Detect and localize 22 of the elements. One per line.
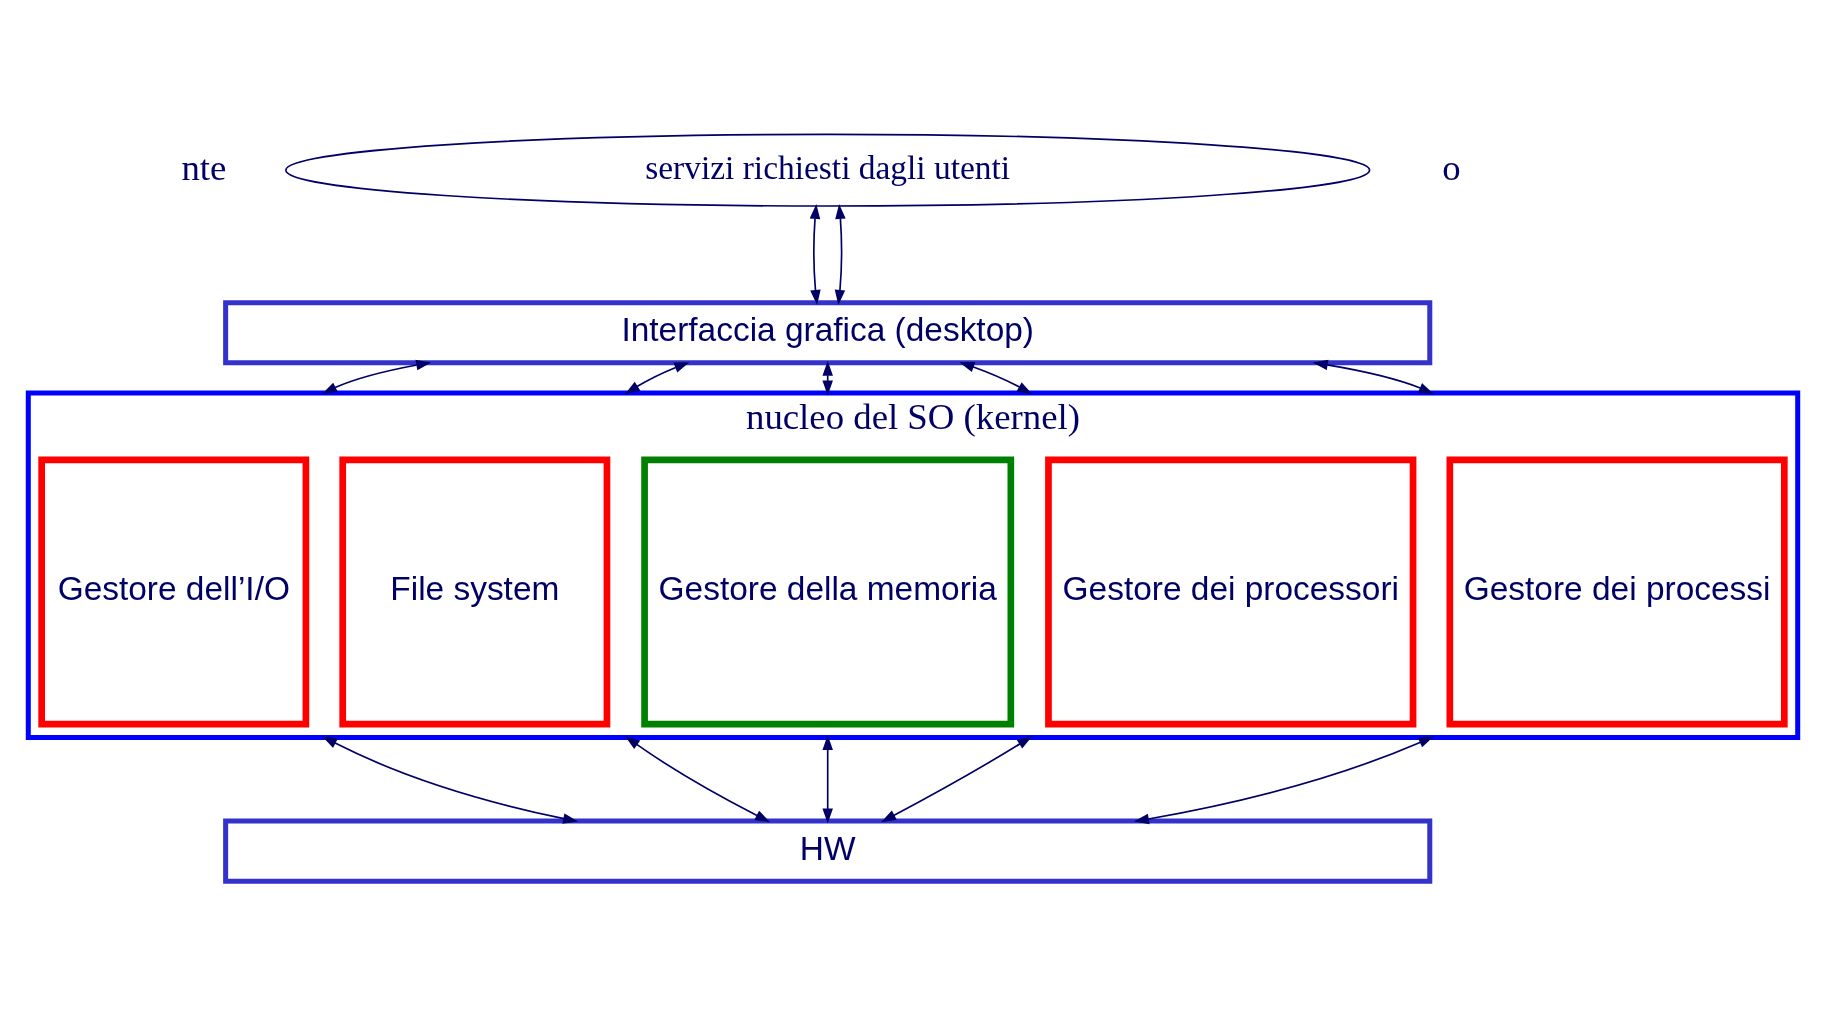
label: o bbox=[1442, 146, 1461, 188]
node-box: Gestore dei processi bbox=[1446, 456, 1788, 728]
arrow bbox=[322, 359, 432, 395]
arrow bbox=[624, 362, 690, 395]
arrow bbox=[881, 736, 1033, 823]
arrow bbox=[822, 360, 833, 396]
node-box: HW bbox=[223, 818, 1433, 884]
node-ellipse: servizi richiesti dagli utenti bbox=[285, 133, 1371, 207]
node-box: Gestore dell’I/O bbox=[38, 456, 310, 728]
arrow bbox=[1133, 736, 1434, 825]
node-box: File system bbox=[339, 456, 611, 728]
node-box: Gestore dei processori bbox=[1045, 456, 1417, 728]
arrow bbox=[822, 734, 833, 824]
arrow bbox=[322, 736, 579, 824]
arrow bbox=[834, 203, 846, 305]
arrow bbox=[1312, 359, 1434, 394]
arrow bbox=[624, 736, 771, 823]
node-box: Interfaccia grafica (desktop) bbox=[223, 300, 1433, 366]
arrow bbox=[809, 203, 821, 305]
label: nte bbox=[181, 146, 227, 188]
arrow bbox=[959, 362, 1033, 395]
node-box: Gestore della memoria bbox=[641, 456, 1015, 728]
